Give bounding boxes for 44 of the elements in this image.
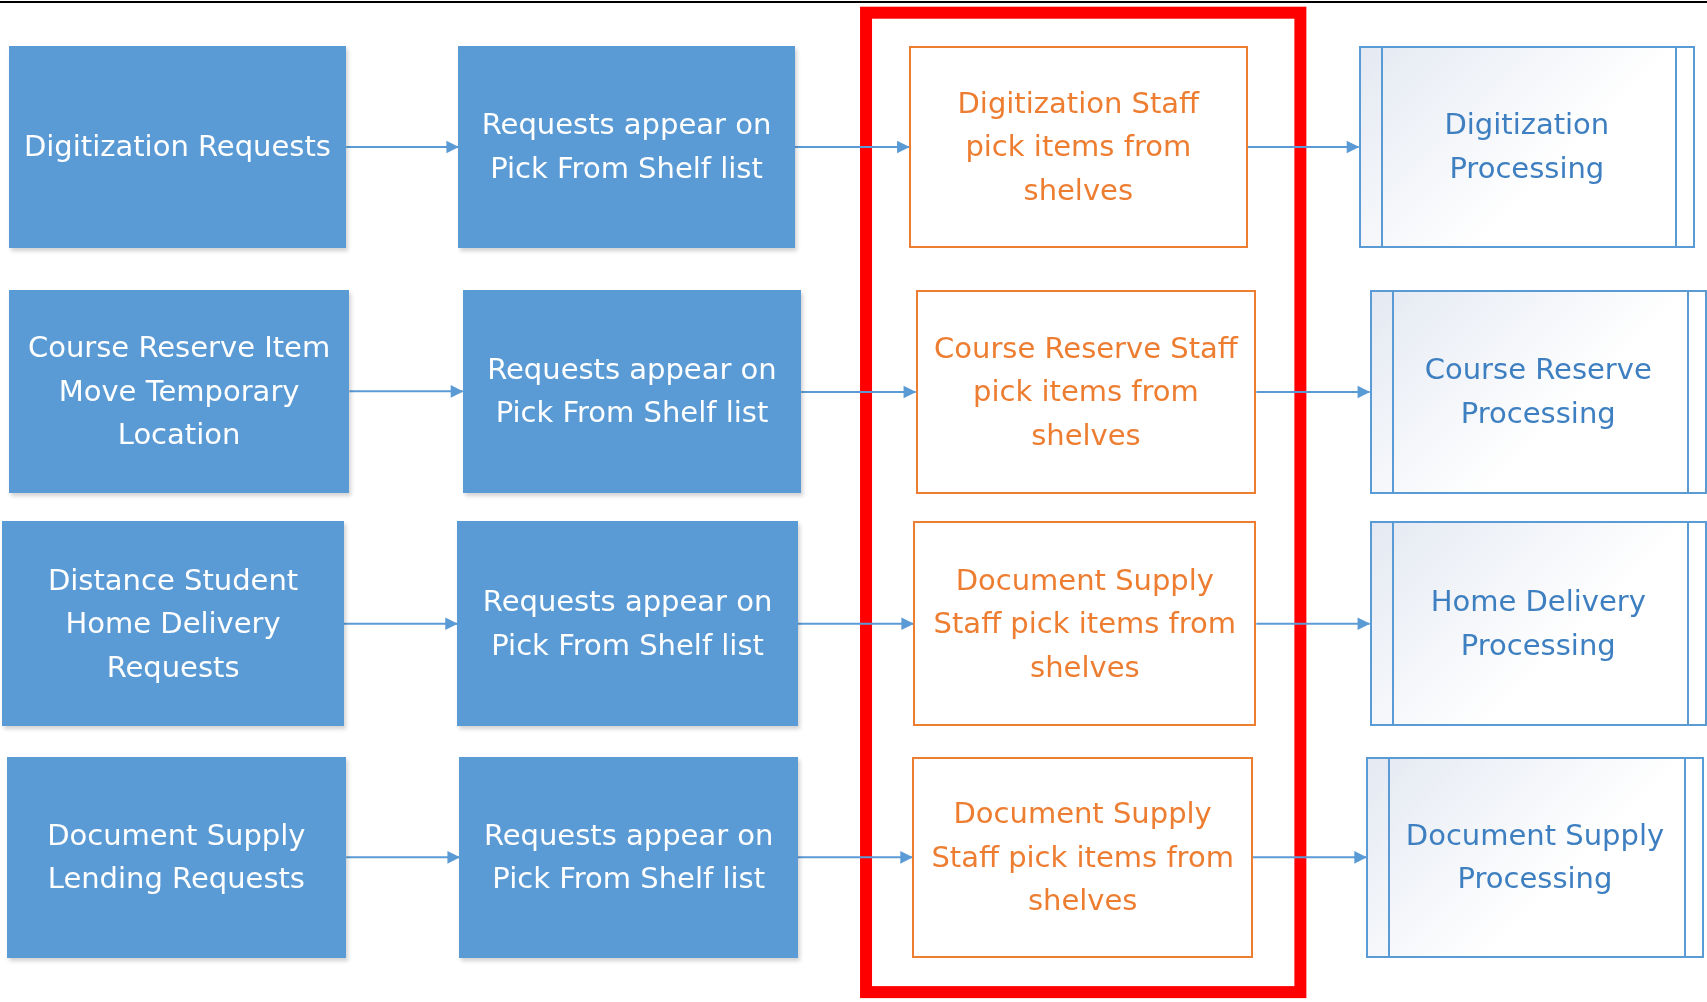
box-label: Requests appear on Pick From Shelf list [486,350,778,432]
task-box [913,521,1257,727]
predefined-process-box [1366,756,1704,958]
arrow [345,851,461,864]
process-box [8,289,350,494]
arrow [793,140,910,154]
box-label: Course Reserve Item Move Temporary Location [26,329,332,454]
box-label: Digitization Processing [1443,106,1611,187]
process-box [462,289,802,494]
arrow [797,617,915,631]
process-box [459,756,798,958]
box-label: Document Supply Staff pick items from shelves [932,561,1238,686]
process-box [6,756,347,958]
arrow [797,851,914,864]
box-label: Document Supply Processing [1404,816,1666,898]
box-label: Requests appear on Pick From Shelf list [482,816,775,898]
arrow [1255,617,1371,631]
box-label: Requests appear on Pick From Shelf list [480,106,773,187]
task-box [915,289,1257,495]
arrow [343,617,459,631]
arrow [348,385,464,398]
task-box [912,756,1253,958]
predefined-process-box [1369,289,1707,495]
box-label: Document Supply Staff pick items from shelves [930,795,1235,920]
box-label: Course Reserve Processing [1423,351,1653,432]
process-box [2,521,344,727]
box-label: Document Supply Lending Requests [46,816,307,898]
process-box [458,45,795,249]
predefined-process-box [1358,45,1695,249]
arrow [345,140,460,154]
process-box [8,45,347,249]
arrow [1246,140,1360,154]
box-label: Digitization Staff pick items from shelves [956,84,1201,209]
box-label: Requests appear on Pick From Shelf list [481,583,774,664]
arrow [1252,851,1368,864]
predefined-process-box [1369,521,1707,727]
arrow [800,385,917,399]
box-label: Home Delivery Processing [1429,583,1647,664]
box-label: Course Reserve Staff pick items from shelves [933,329,1240,454]
arrow [1255,385,1371,399]
box-label: Digitization Requests [23,128,331,166]
task-box [909,45,1248,249]
box-label: Distance Student Home Delivery Requests [47,561,300,686]
process-box [457,521,798,727]
